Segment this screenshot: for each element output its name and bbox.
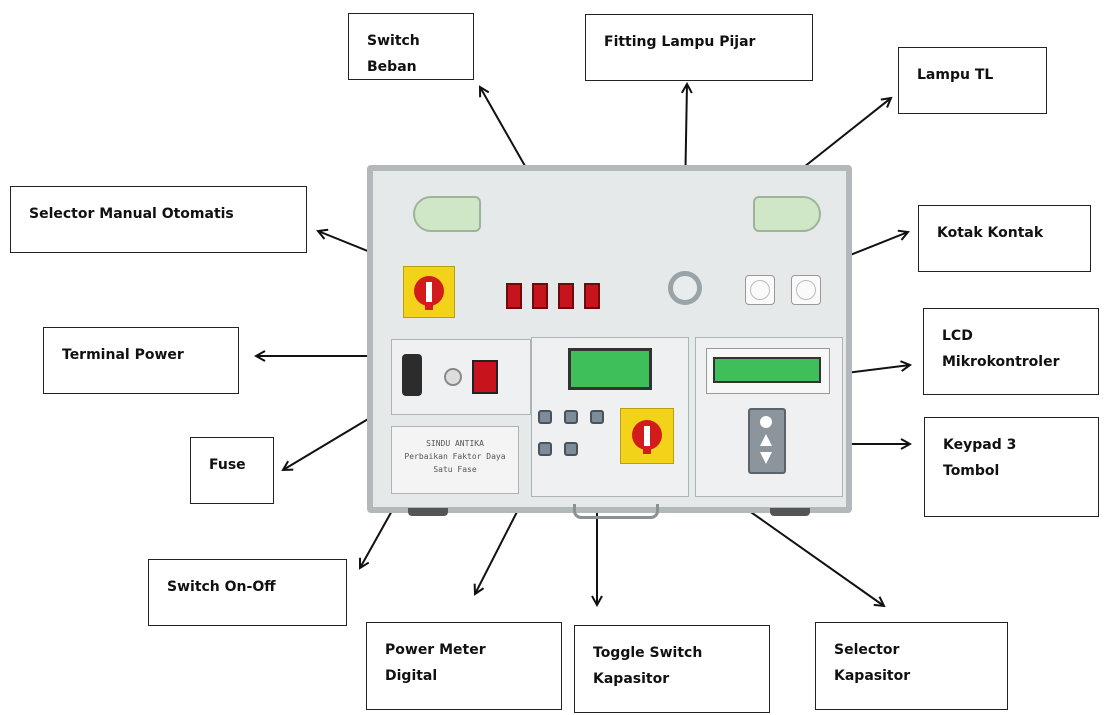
microcontroller-module [695, 337, 843, 497]
label-lcd-line-1: LCD [942, 328, 973, 344]
fitting-lampu-pijar [668, 271, 702, 305]
keypad-up-icon [760, 434, 772, 446]
label-terminal-power: Terminal Power [43, 327, 239, 394]
label-toggle-line-1: Toggle Switch [593, 645, 703, 661]
keypad-3-tombol [748, 408, 786, 474]
toggle-kapasitor-2 [564, 410, 578, 424]
toggle-kapasitor-5 [564, 442, 578, 456]
toggle-kapasitor-1 [538, 410, 552, 424]
kotak-kontak-2 [791, 275, 821, 305]
label-selector-kap-line-2: Kapasitor [834, 668, 911, 684]
case-handle [573, 504, 659, 519]
terminal-power-socket [402, 354, 422, 396]
label-kotak-kontak-text: Kotak Kontak [937, 225, 1044, 241]
lcd-frame [706, 348, 830, 394]
power-meter-display [568, 348, 652, 390]
terminal-power-module [391, 339, 531, 415]
label-fuse-text: Fuse [209, 457, 246, 473]
label-lcd-line-2: Mikrokontroler [942, 354, 1060, 370]
keypad-down-icon [760, 452, 772, 464]
selector-kapasitor-knob [620, 408, 674, 464]
trainer-panel: SINDU ANTIKA Perbaikan Faktor Daya Satu … [367, 165, 852, 519]
label-lampu-tl: Lampu TL [898, 47, 1047, 114]
label-fitting-lampu-pijar-text: Fitting Lampu Pijar [604, 34, 756, 50]
label-keypad-3-tombol: Keypad 3 Tombol [924, 417, 1099, 517]
label-keypad-line-2: Tombol [943, 463, 1000, 479]
label-fitting-lampu-pijar: Fitting Lampu Pijar [585, 14, 813, 81]
label-selector-kap-line-1: Selector [834, 642, 900, 658]
label-power-meter-digital: Power Meter Digital [366, 622, 562, 710]
label-kotak-kontak: Kotak Kontak [918, 205, 1091, 272]
label-toggle-switch-kapasitor: Toggle Switch Kapasitor [574, 625, 770, 713]
label-fuse: Fuse [190, 437, 274, 504]
fuse-holder [444, 368, 462, 386]
selector-manual-otomatis-knob [403, 266, 455, 318]
nameplate-line-1: SINDU ANTIKA [426, 439, 484, 448]
label-switch-beban: Switch Beban [348, 13, 474, 80]
switch-beban-3 [558, 283, 574, 309]
toggle-kapasitor-4 [538, 442, 552, 456]
label-selector-kapasitor: Selector Kapasitor [815, 622, 1008, 710]
switch-beban-1 [506, 283, 522, 309]
switch-on-off-rocker [472, 360, 498, 394]
kotak-kontak-1 [745, 275, 775, 305]
case-foot-left [408, 508, 448, 516]
label-lampu-tl-text: Lampu TL [917, 67, 994, 83]
power-meter-module [531, 337, 689, 497]
label-lcd-mikrokontroler: LCD Mikrokontroler [923, 308, 1099, 395]
toggle-kapasitor-3 [590, 410, 604, 424]
keypad-button-1 [760, 416, 772, 428]
label-power-meter-line-1: Power Meter [385, 642, 486, 658]
switch-beban-2 [532, 283, 548, 309]
label-switch-beban-text: Switch Beban [367, 33, 420, 75]
label-switch-on-off: Switch On-Off [148, 559, 347, 626]
label-toggle-line-2: Kapasitor [593, 671, 670, 687]
lcd-mikrokontroler-display [713, 357, 821, 383]
label-power-meter-line-2: Digital [385, 668, 438, 684]
label-terminal-power-text: Terminal Power [62, 347, 184, 363]
nameplate-line-2: Perbaikan Faktor Daya [404, 452, 506, 461]
label-selector-manual-otomatis: Selector Manual Otomatis [10, 186, 307, 253]
label-switch-on-off-text: Switch On-Off [167, 579, 276, 595]
label-keypad-line-1: Keypad 3 [943, 437, 1017, 453]
case-foot-right [770, 508, 810, 516]
lampu-tl-left [413, 196, 481, 232]
nameplate-line-3: Satu Fase [433, 465, 477, 474]
label-selector-manual-otomatis-text: Selector Manual Otomatis [29, 206, 234, 222]
nameplate: SINDU ANTIKA Perbaikan Faktor Daya Satu … [391, 426, 519, 494]
switch-beban-4 [584, 283, 600, 309]
lampu-tl-right [753, 196, 821, 232]
